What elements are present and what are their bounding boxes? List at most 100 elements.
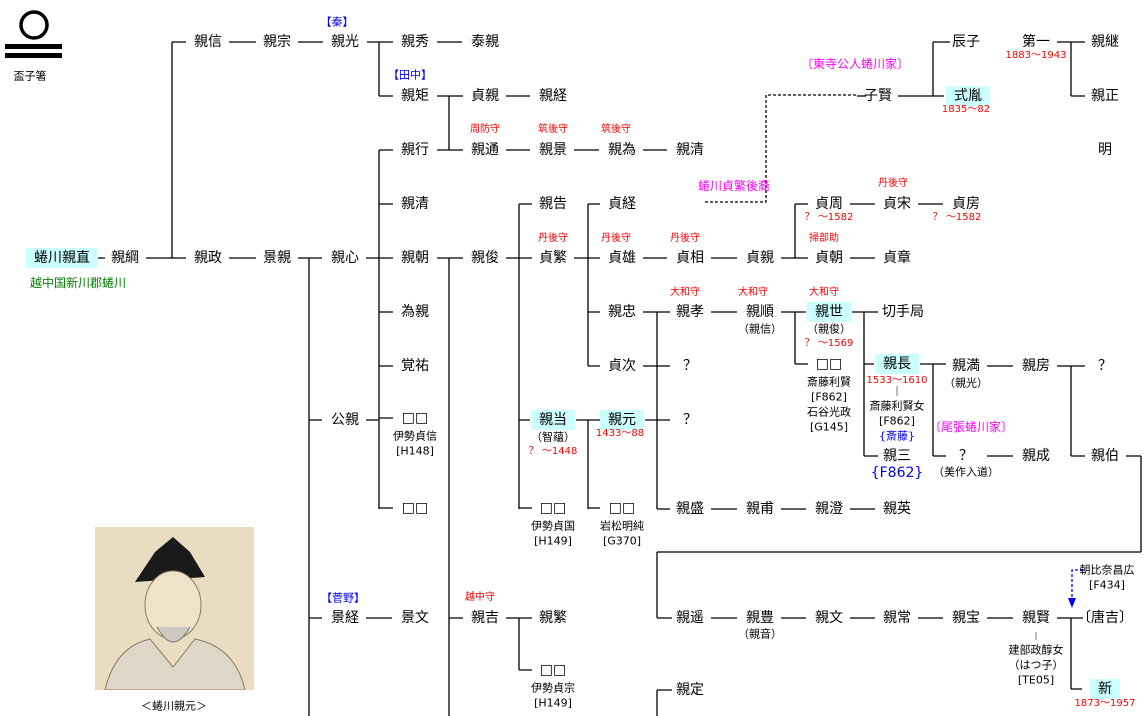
person-node: 親当 bbox=[531, 410, 575, 430]
annotation: [TE05] bbox=[1017, 673, 1055, 687]
family-crest-icon bbox=[5, 10, 62, 58]
annotation: （親音） bbox=[738, 627, 782, 641]
person-node: 親綱 bbox=[111, 250, 139, 266]
annotation: [F434] bbox=[1089, 578, 1125, 592]
person-node: 親通 bbox=[471, 142, 499, 158]
arrow-head-icon bbox=[1068, 598, 1076, 608]
office-or-dates-label: 筑後守 bbox=[601, 124, 631, 135]
annotation: 伊勢貞国 bbox=[531, 519, 575, 533]
person-node: 親正 bbox=[1091, 88, 1119, 104]
person-node: 景経 bbox=[331, 610, 359, 626]
person-node: 親遥 bbox=[676, 610, 704, 626]
annotation: （智蘊） bbox=[531, 430, 575, 444]
person-node: 親元 bbox=[600, 410, 644, 430]
clan-name-label: {F862} bbox=[870, 465, 924, 481]
annotation: [H148] bbox=[396, 444, 434, 458]
annotation: 朝比奈昌広 bbox=[1079, 563, 1135, 577]
office-or-dates-label: 大和守 bbox=[809, 287, 839, 298]
adoption-arrow bbox=[1071, 569, 1083, 600]
person-node: 貞房 bbox=[952, 196, 980, 212]
person-node: 親成 bbox=[1022, 448, 1050, 464]
office-or-dates-label: 1873～1957 bbox=[1074, 698, 1136, 709]
person-node: 親朝 bbox=[401, 250, 429, 266]
person-node: □□ bbox=[401, 410, 429, 426]
office-or-dates-label: ？ ～1582 bbox=[932, 212, 982, 223]
clan-name-label: 【菅野】 bbox=[321, 591, 365, 605]
person-node: 親忠 bbox=[608, 304, 636, 320]
office-or-dates-label: 丹後守 bbox=[670, 233, 700, 244]
person-node: 親世 bbox=[807, 302, 851, 322]
person-node: 親文 bbox=[815, 610, 843, 626]
annotation: 斎藤利賢 bbox=[807, 375, 851, 389]
person-node: 第一 bbox=[1022, 34, 1050, 50]
office-or-dates-label: 1533～1610 bbox=[866, 375, 928, 386]
annotation: [G370] bbox=[602, 534, 642, 548]
annotation: 石谷光政 bbox=[807, 405, 851, 419]
person-node: 景文 bbox=[401, 610, 429, 626]
person-node: 貞親 bbox=[746, 250, 774, 266]
annotation: （親信） bbox=[738, 322, 782, 336]
person-node: 親孝 bbox=[676, 304, 704, 320]
person-node: 親常 bbox=[883, 610, 911, 626]
person-node: ？ bbox=[683, 412, 697, 428]
person-node: 親定 bbox=[676, 682, 704, 698]
person-node: □□ bbox=[815, 356, 843, 372]
office-or-dates-label: 筑後守 bbox=[538, 124, 568, 135]
person-node: 親景 bbox=[539, 142, 567, 158]
person-node: 親伯 bbox=[1091, 448, 1119, 464]
person-node: 貞繁 bbox=[539, 250, 567, 266]
person-node: 親為 bbox=[608, 142, 636, 158]
person-node: 親甫 bbox=[746, 501, 774, 517]
clan-name-label: 【田中】 bbox=[388, 68, 432, 82]
person-node: 親清 bbox=[401, 196, 429, 212]
person-node: 貞宋 bbox=[883, 196, 911, 212]
office-or-dates-label: 大和守 bbox=[670, 287, 700, 298]
person-node: 親宗 bbox=[263, 34, 291, 50]
annotation: [H149] bbox=[534, 696, 572, 710]
person-node: 親豊 bbox=[746, 610, 774, 626]
person-node: 親経 bbox=[539, 88, 567, 104]
person-node: 親房 bbox=[1022, 358, 1050, 374]
office-or-dates-label: 丹後守 bbox=[878, 178, 908, 189]
person-node: □□ bbox=[401, 500, 429, 516]
person-node: 為親 bbox=[401, 304, 429, 320]
person-node: 切手局 bbox=[882, 304, 924, 320]
person-node: 親秀 bbox=[401, 34, 429, 50]
portrait-figure-icon bbox=[104, 537, 246, 691]
annotation: [G145] bbox=[809, 420, 849, 434]
person-node: 親告 bbox=[539, 196, 567, 212]
annotation: 伊勢貞信 bbox=[393, 429, 437, 443]
office-or-dates-label: 掃部助 bbox=[809, 233, 839, 244]
person-node: 親順 bbox=[746, 304, 774, 320]
person-node: 親三 bbox=[883, 448, 911, 464]
person-node: 辰子 bbox=[952, 34, 980, 50]
person-node: 親満 bbox=[952, 358, 980, 374]
office-or-dates-label: 1883～1943 bbox=[1005, 50, 1067, 61]
person-node: 親政 bbox=[194, 250, 222, 266]
person-node: 式胤 bbox=[946, 86, 990, 106]
portrait-image-ninagawa-chikamoto bbox=[95, 527, 254, 691]
annotation: 岩松明純 bbox=[600, 519, 644, 533]
annotation: 伊勢貞宗 bbox=[531, 681, 575, 695]
person-node: 親行 bbox=[401, 142, 429, 158]
person-node: □□ bbox=[608, 500, 636, 516]
branch-family-label: 〔尾張蜷川家〕 bbox=[928, 420, 1014, 434]
person-node: 貞相 bbox=[676, 250, 704, 266]
annotation: （親俊） bbox=[807, 322, 851, 336]
person-node: 親俊 bbox=[471, 250, 499, 266]
person-node: 新 bbox=[1090, 679, 1120, 699]
annotation: （親光） bbox=[944, 376, 988, 390]
annotation: [F862] bbox=[879, 414, 915, 428]
person-node: 子賢 bbox=[864, 88, 892, 104]
person-node: 貞雄 bbox=[608, 250, 636, 266]
person-node: 親澄 bbox=[815, 501, 843, 517]
office-or-dates-label: 大和守 bbox=[738, 287, 768, 298]
branch-family-label: 蜷川貞繁後裔 bbox=[697, 179, 771, 193]
office-or-dates-label: 丹後守 bbox=[538, 233, 568, 244]
person-node: 親清 bbox=[676, 142, 704, 158]
person-node: 親宝 bbox=[952, 610, 980, 626]
person-node: 貞次 bbox=[608, 358, 636, 374]
clan-name-label: 【秦】 bbox=[320, 15, 354, 29]
person-node: 親矩 bbox=[401, 88, 429, 104]
